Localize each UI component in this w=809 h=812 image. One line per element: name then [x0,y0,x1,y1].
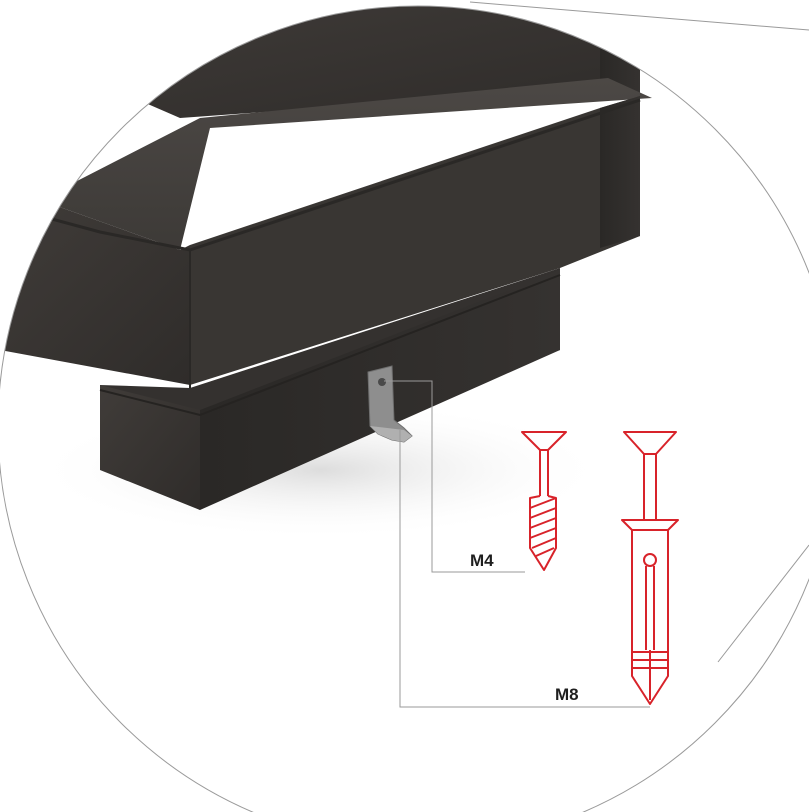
middle-block [0,78,652,388]
leader-line-m4 [384,380,525,573]
screw-icon [521,431,567,571]
leader-line-m8 [399,430,650,708]
magnified-detail: M4 M8 [0,6,679,708]
magnifier-tangent-bottom [717,544,809,663]
callout-label-m8: M8 [555,685,579,704]
magnifier-circle [0,5,809,812]
anchor-plug-icon [621,431,679,705]
magnifier-tangent-top [469,1,809,31]
callout-label-m4: M4 [470,551,494,570]
mounting-bracket-icon [367,365,413,443]
